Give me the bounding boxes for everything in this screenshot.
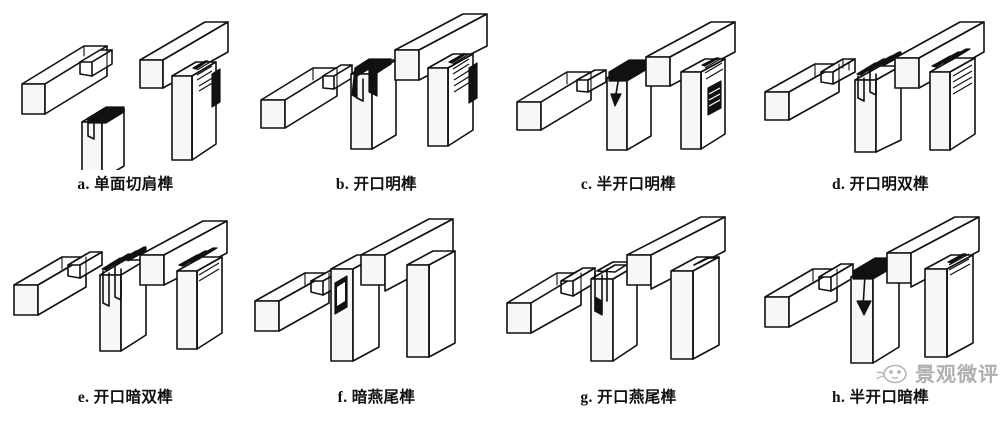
figure-drawing-c bbox=[503, 2, 754, 170]
figure-caption-g: g. 开口燕尾榫 bbox=[580, 389, 677, 406]
figure-drawing-f bbox=[251, 215, 502, 383]
figure-drawing-g bbox=[503, 215, 754, 383]
figure-drawing-b bbox=[251, 2, 502, 170]
figure-cell-a: a. 单面切肩榫 bbox=[0, 0, 251, 213]
figure-drawing-a bbox=[0, 2, 251, 170]
figure-caption-b: b. 开口明榫 bbox=[335, 176, 418, 193]
figure-drawing-h bbox=[755, 215, 1006, 383]
figure-row-1: a. 单面切肩榫 bbox=[0, 0, 1006, 213]
figure-caption-e: e. 开口暗双榫 bbox=[77, 389, 174, 406]
figure-drawing-d bbox=[755, 2, 1006, 170]
figure-cell-e: e. 开口暗双榫 bbox=[0, 213, 251, 426]
figure-drawing-e bbox=[0, 215, 251, 383]
figure-cell-b: b. 开口明榫 bbox=[251, 0, 502, 213]
figure-row-2: e. 开口暗双榫 bbox=[0, 213, 1007, 426]
figure-caption-d: d. 开口明双榫 bbox=[831, 176, 930, 193]
figure-cell-f: f. 暗燕尾榫 bbox=[251, 213, 502, 426]
figure-caption-a: a. 单面切肩榫 bbox=[77, 176, 174, 193]
figure-cell-g: g. 开口燕尾榫 bbox=[503, 213, 754, 426]
figure-caption-c: c. 半开口明榫 bbox=[580, 176, 677, 193]
figure-cell-c: c. 半开口明榫 bbox=[503, 0, 754, 213]
figure-caption-h: h. 半开口暗榫 bbox=[831, 389, 930, 406]
figure-caption-f: f. 暗燕尾榫 bbox=[337, 389, 416, 406]
figure-cell-d: d. 开口明双榫 bbox=[755, 0, 1006, 213]
figure-cell-h: h. 半开口暗榫 bbox=[755, 213, 1006, 426]
